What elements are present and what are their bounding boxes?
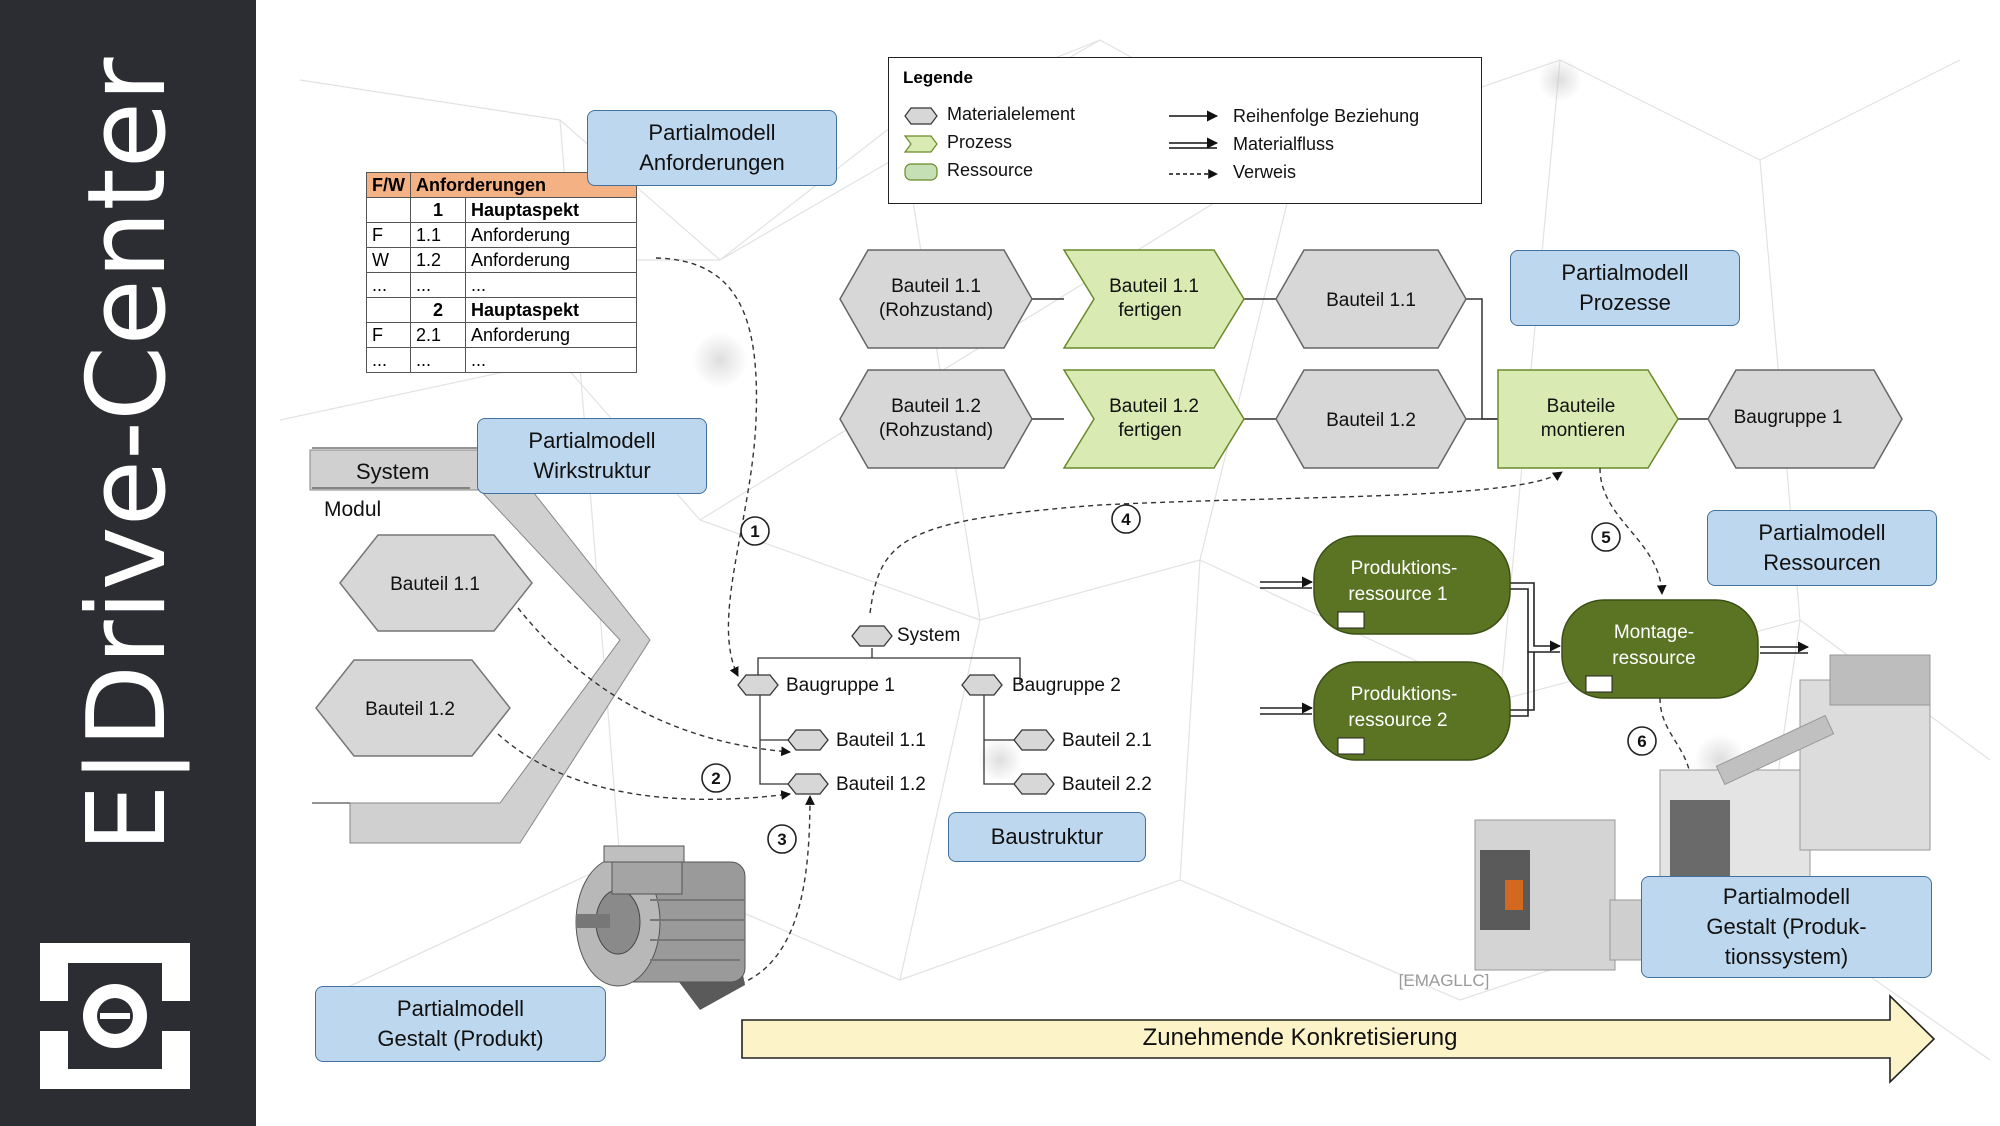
montage-machine-icon xyxy=(1585,675,1613,693)
brand-sidebar: E|Drive-Center xyxy=(0,0,256,1126)
tree-system: System xyxy=(897,625,960,646)
tree-bg1-icon xyxy=(737,674,779,696)
material-raw-1-2 xyxy=(839,369,1033,469)
brand-logo-icon xyxy=(40,943,190,1089)
svg-text:Bauteil 1.1(Rohzustand): Bauteil 1.1(Rohzustand) xyxy=(879,276,993,321)
tree-part-1-2: Bauteil 1.2 xyxy=(836,774,926,795)
concretization-label: Zunehmende Konkretisierung xyxy=(1142,1024,1458,1051)
box-anforderungen: Partialmodell Anforderungen xyxy=(587,110,837,186)
process-1-2-fertigen xyxy=(1062,369,1245,469)
table-row: ......... xyxy=(366,347,637,373)
legend: Legende Materialelement Prozess Ressourc… xyxy=(888,57,1482,204)
resource-1-machine-icon xyxy=(1337,611,1365,629)
box-prozesse: Partialmodell Prozesse xyxy=(1510,250,1740,326)
legend-materialelement: Materialelement xyxy=(947,104,1076,124)
svg-text:Produktions-ressource 1: Produktions-ressource 1 xyxy=(1348,558,1457,605)
legend-verweis: Verweis xyxy=(1233,162,1297,182)
material-1-1 xyxy=(1275,249,1467,349)
box-gestalt-produktionssystem: Partialmodell Gestalt (Produk- tionssyst… xyxy=(1641,876,1932,978)
brand-text: E|Drive-Center xyxy=(65,57,190,853)
tree-part-2-1: Bauteil 2.1 xyxy=(1062,730,1152,751)
image-credit: [EMAGLLC] xyxy=(1399,971,1490,990)
tree-bg2-icon xyxy=(961,674,1003,696)
legend-process-icon xyxy=(903,135,938,153)
wirkstruktur-frame xyxy=(309,447,651,844)
legend-materialfluss: Materialfluss xyxy=(1233,134,1335,154)
step-3: 3 xyxy=(777,830,786,849)
motor-illustration xyxy=(575,845,746,1010)
material-raw-1-1 xyxy=(839,249,1033,349)
box-ressourcen: Partialmodell Ressourcen xyxy=(1707,510,1937,586)
tree-group-1: Baugruppe 1 xyxy=(786,675,895,696)
wirk-part-2-label: Bauteil 1.2 xyxy=(365,699,455,720)
tree-part-1-1: Bauteil 1.1 xyxy=(836,730,926,751)
reference-links xyxy=(497,257,1697,985)
tree-b22-icon xyxy=(1013,773,1055,795)
resource-2-machine-icon xyxy=(1337,737,1365,755)
process-1-1-fertigen xyxy=(1062,249,1245,349)
wirk-part-1 xyxy=(339,534,533,632)
material-baugruppe-1 xyxy=(1707,369,1903,469)
step-5: 5 xyxy=(1601,528,1610,547)
process-montieren xyxy=(1497,369,1679,469)
tree-part-2-2: Bauteil 2.2 xyxy=(1062,774,1152,795)
tree-b12-icon xyxy=(787,773,829,795)
svg-text:Baugruppe 1: Baugruppe 1 xyxy=(1734,407,1843,428)
step-4: 4 xyxy=(1121,510,1131,529)
tree-group-2: Baugruppe 2 xyxy=(1012,675,1121,696)
tree-system-icon xyxy=(851,625,893,647)
step-markers xyxy=(701,504,1657,854)
svg-text:Bauteil 1.2(Rohzustand): Bauteil 1.2(Rohzustand) xyxy=(879,396,993,441)
concretization-arrow xyxy=(741,994,1936,1084)
table-row: 1 Hauptaspekt xyxy=(366,197,637,223)
box-baustruktur: Baustruktur xyxy=(948,812,1146,862)
material-1-2 xyxy=(1275,369,1467,469)
baustruktur-tree xyxy=(757,648,1021,785)
resource-flows xyxy=(1260,576,1810,717)
svg-text:Bauteil 1.1: Bauteil 1.1 xyxy=(1326,290,1416,311)
wirk-modul-label: Modul xyxy=(324,498,381,521)
legend-prozess: Prozess xyxy=(947,132,1013,152)
resource-produktion-1 xyxy=(1313,535,1511,635)
col-header-fw: F/W xyxy=(366,172,411,198)
legend-icons xyxy=(903,107,938,181)
table-row: ......... xyxy=(366,272,637,298)
resource-produktion-2 xyxy=(1313,661,1511,761)
box-wirkstruktur: Partialmodell Wirkstruktur xyxy=(477,418,707,494)
step-2: 2 xyxy=(711,769,720,788)
legend-relation-icons xyxy=(1169,110,1219,179)
tree-b11-icon xyxy=(787,729,829,751)
svg-text:Montage-ressource: Montage-ressource xyxy=(1612,622,1695,669)
svg-text:Produktions-ressource 2: Produktions-ressource 2 xyxy=(1348,684,1457,731)
legend-material-icon xyxy=(904,107,938,125)
legend-resource-icon xyxy=(904,163,938,181)
box-gestalt-produkt: Partialmodell Gestalt (Produkt) xyxy=(315,986,606,1062)
step-1: 1 xyxy=(750,522,759,541)
process-chain xyxy=(1032,298,1708,420)
svg-text:Bauteil 1.2: Bauteil 1.2 xyxy=(1326,410,1416,431)
wirk-system-label: System xyxy=(356,459,429,484)
tree-b21-icon xyxy=(1013,729,1055,751)
wirk-part-1-label: Bauteil 1.1 xyxy=(390,574,480,595)
step-6: 6 xyxy=(1637,732,1646,751)
legend-reihenfolge: Reihenfolge Beziehung xyxy=(1233,106,1420,126)
raw-1-1-line1: Bauteil 1.1 xyxy=(891,276,981,297)
legend-title: Legende xyxy=(903,68,973,87)
wirk-part-2 xyxy=(315,659,511,757)
legend-ressource: Ressource xyxy=(947,160,1034,180)
